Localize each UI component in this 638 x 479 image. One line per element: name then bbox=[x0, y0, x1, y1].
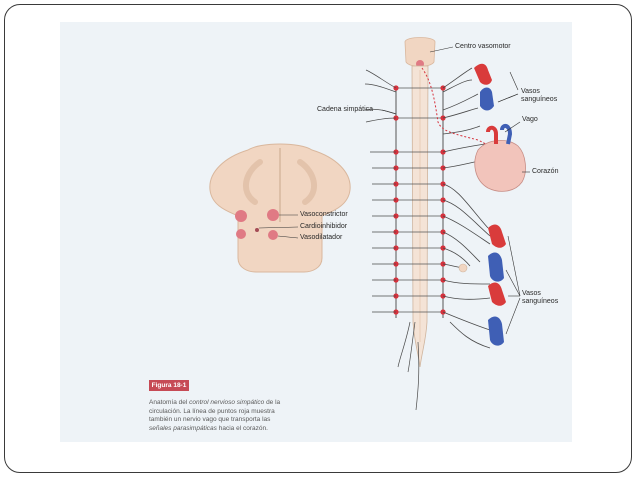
blood-vessels-upper bbox=[474, 63, 494, 111]
label-blood-vessels-bottom-2: sanguíneos bbox=[522, 298, 559, 305]
vasodilator-area-right bbox=[268, 230, 278, 240]
circulation-nervous-control-diagram bbox=[209, 37, 530, 411]
caption-part-3: de la circulación. La línea de puntos ro… bbox=[149, 399, 281, 424]
left-nerve-fibers bbox=[364, 69, 420, 411]
label-vasodilator: Vasodilatador bbox=[300, 234, 343, 241]
label-blood-vessels-top-2: sanguíneos bbox=[521, 96, 558, 103]
brainstem-top bbox=[404, 37, 454, 68]
label-vagus: Vago bbox=[522, 116, 538, 123]
figure-caption: Anatomía del control nervioso simpático … bbox=[149, 399, 289, 433]
blood-vessels-lower bbox=[488, 224, 506, 346]
spinal-cord bbox=[411, 65, 429, 368]
right-nerve-fibers bbox=[442, 67, 491, 349]
label-cardioinhibitor: Cardioinhibidor bbox=[300, 223, 348, 230]
vasodilator-area-left bbox=[236, 229, 246, 239]
heart-illustration bbox=[474, 123, 526, 192]
vasoconstrictor-area-right bbox=[267, 209, 279, 221]
label-sympathetic-chain: Cadena simpática bbox=[317, 106, 374, 113]
caption-part-2: control nervioso simpático bbox=[189, 399, 265, 406]
collateral-ganglion bbox=[458, 263, 468, 273]
caption-part-4: señales parasimpáticas bbox=[149, 424, 217, 432]
label-blood-vessels-top-1: Vasos bbox=[521, 88, 540, 95]
label-heart: Corazón bbox=[532, 168, 559, 175]
label-blood-vessels-bottom-1: Vasos bbox=[522, 290, 541, 297]
label-leaders bbox=[381, 71, 530, 335]
cardioinhibitor-nucleus bbox=[255, 228, 259, 232]
ganglion-right-10 bbox=[440, 261, 446, 267]
textbook-page: Vasoconstrictor Cardioinhibidor Vasodila… bbox=[60, 22, 572, 442]
label-vasomotor-center: Centro vasomotor bbox=[455, 43, 511, 50]
vasoconstrictor-area-left bbox=[235, 210, 247, 222]
figure-title: Figura 18-1 bbox=[149, 380, 189, 391]
caption-part-1: Anatomía del bbox=[149, 399, 190, 406]
label-vasoconstrictor: Vasoconstrictor bbox=[300, 211, 348, 218]
caption-part-5: hacia el corazón. bbox=[216, 424, 268, 432]
brainstem-section bbox=[209, 143, 351, 273]
